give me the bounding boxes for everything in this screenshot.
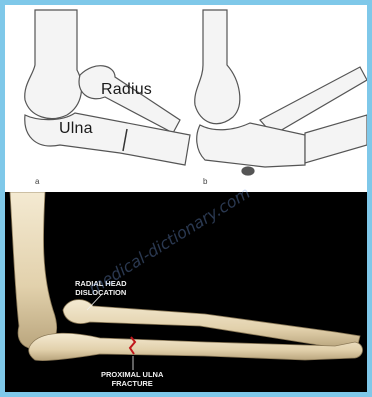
humerus-a <box>25 10 82 119</box>
figure-mark-a: a <box>35 177 39 186</box>
ulna-b <box>197 123 305 167</box>
humerus-b <box>195 10 240 124</box>
label-ulna: Ulna <box>59 120 93 138</box>
illustration-svg <box>5 5 367 190</box>
rendered-panel: RADIAL HEAD DISLOCATION PROXIMAL ULNA FR… <box>5 192 367 392</box>
ulna-b-distal <box>305 115 367 163</box>
label-radius: Radius <box>101 81 152 99</box>
figure-mark-b: b <box>203 177 207 186</box>
illustration-panel: Radius Ulna a b <box>5 5 367 190</box>
humerus <box>10 192 57 349</box>
label-proximal-ulna-fracture: PROXIMAL ULNA FRACTURE <box>101 370 163 388</box>
